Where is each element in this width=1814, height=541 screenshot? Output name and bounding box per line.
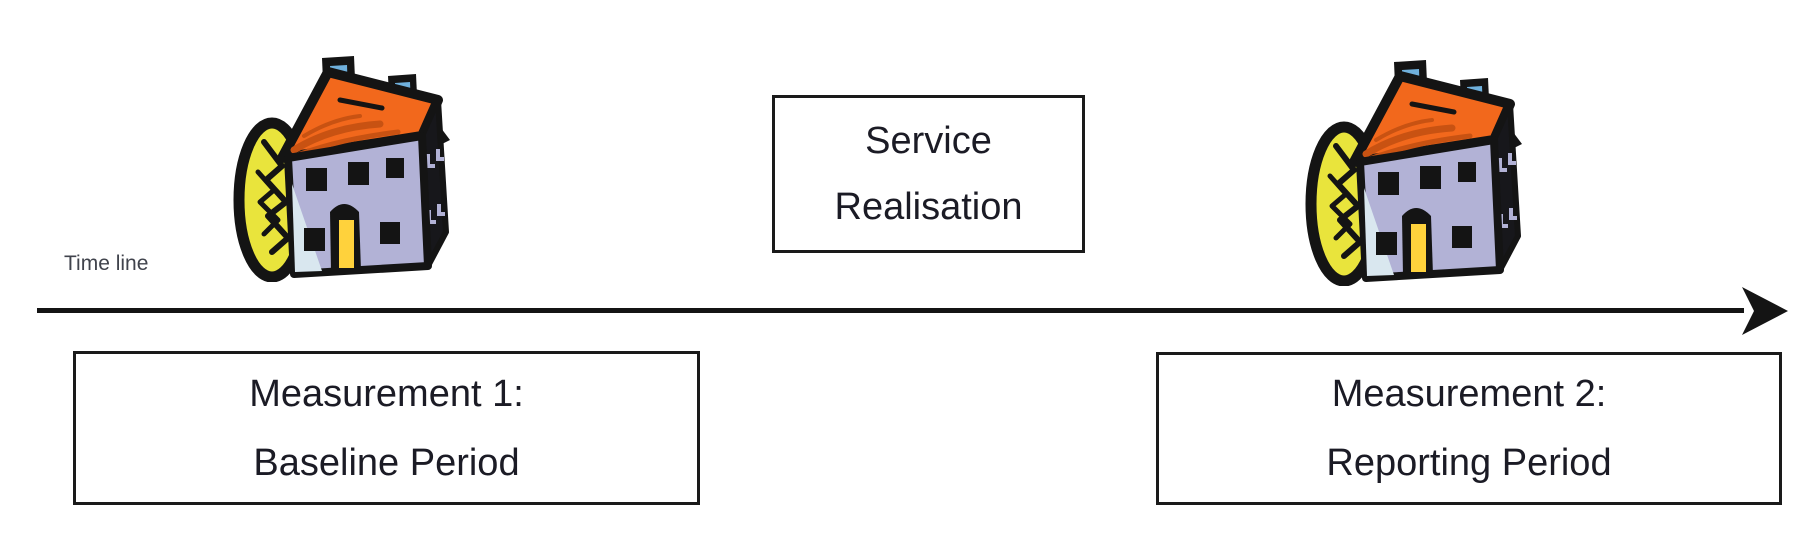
service-box-line1: Service <box>865 120 992 162</box>
measurement1-period: Baseline Period <box>253 441 520 484</box>
measurement2-title: Measurement 2: <box>1331 373 1607 415</box>
measurement2-box: Measurement 2: Reporting Period <box>1156 352 1782 505</box>
timeline-label: Time line <box>64 252 149 275</box>
service-box-line2: Realisation <box>834 186 1023 228</box>
arrow-right-icon <box>1742 287 1788 335</box>
timeline-axis <box>37 308 1744 313</box>
house-icon-baseline <box>228 50 450 282</box>
house-icon-reporting <box>1300 54 1522 286</box>
measurement1-box: Measurement 1: Baseline Period <box>73 351 700 505</box>
measurement2-period: Reporting Period <box>1326 442 1612 484</box>
service-realisation-box: Service Realisation <box>772 95 1085 253</box>
measurement1-title: Measurement 1: <box>249 372 524 415</box>
